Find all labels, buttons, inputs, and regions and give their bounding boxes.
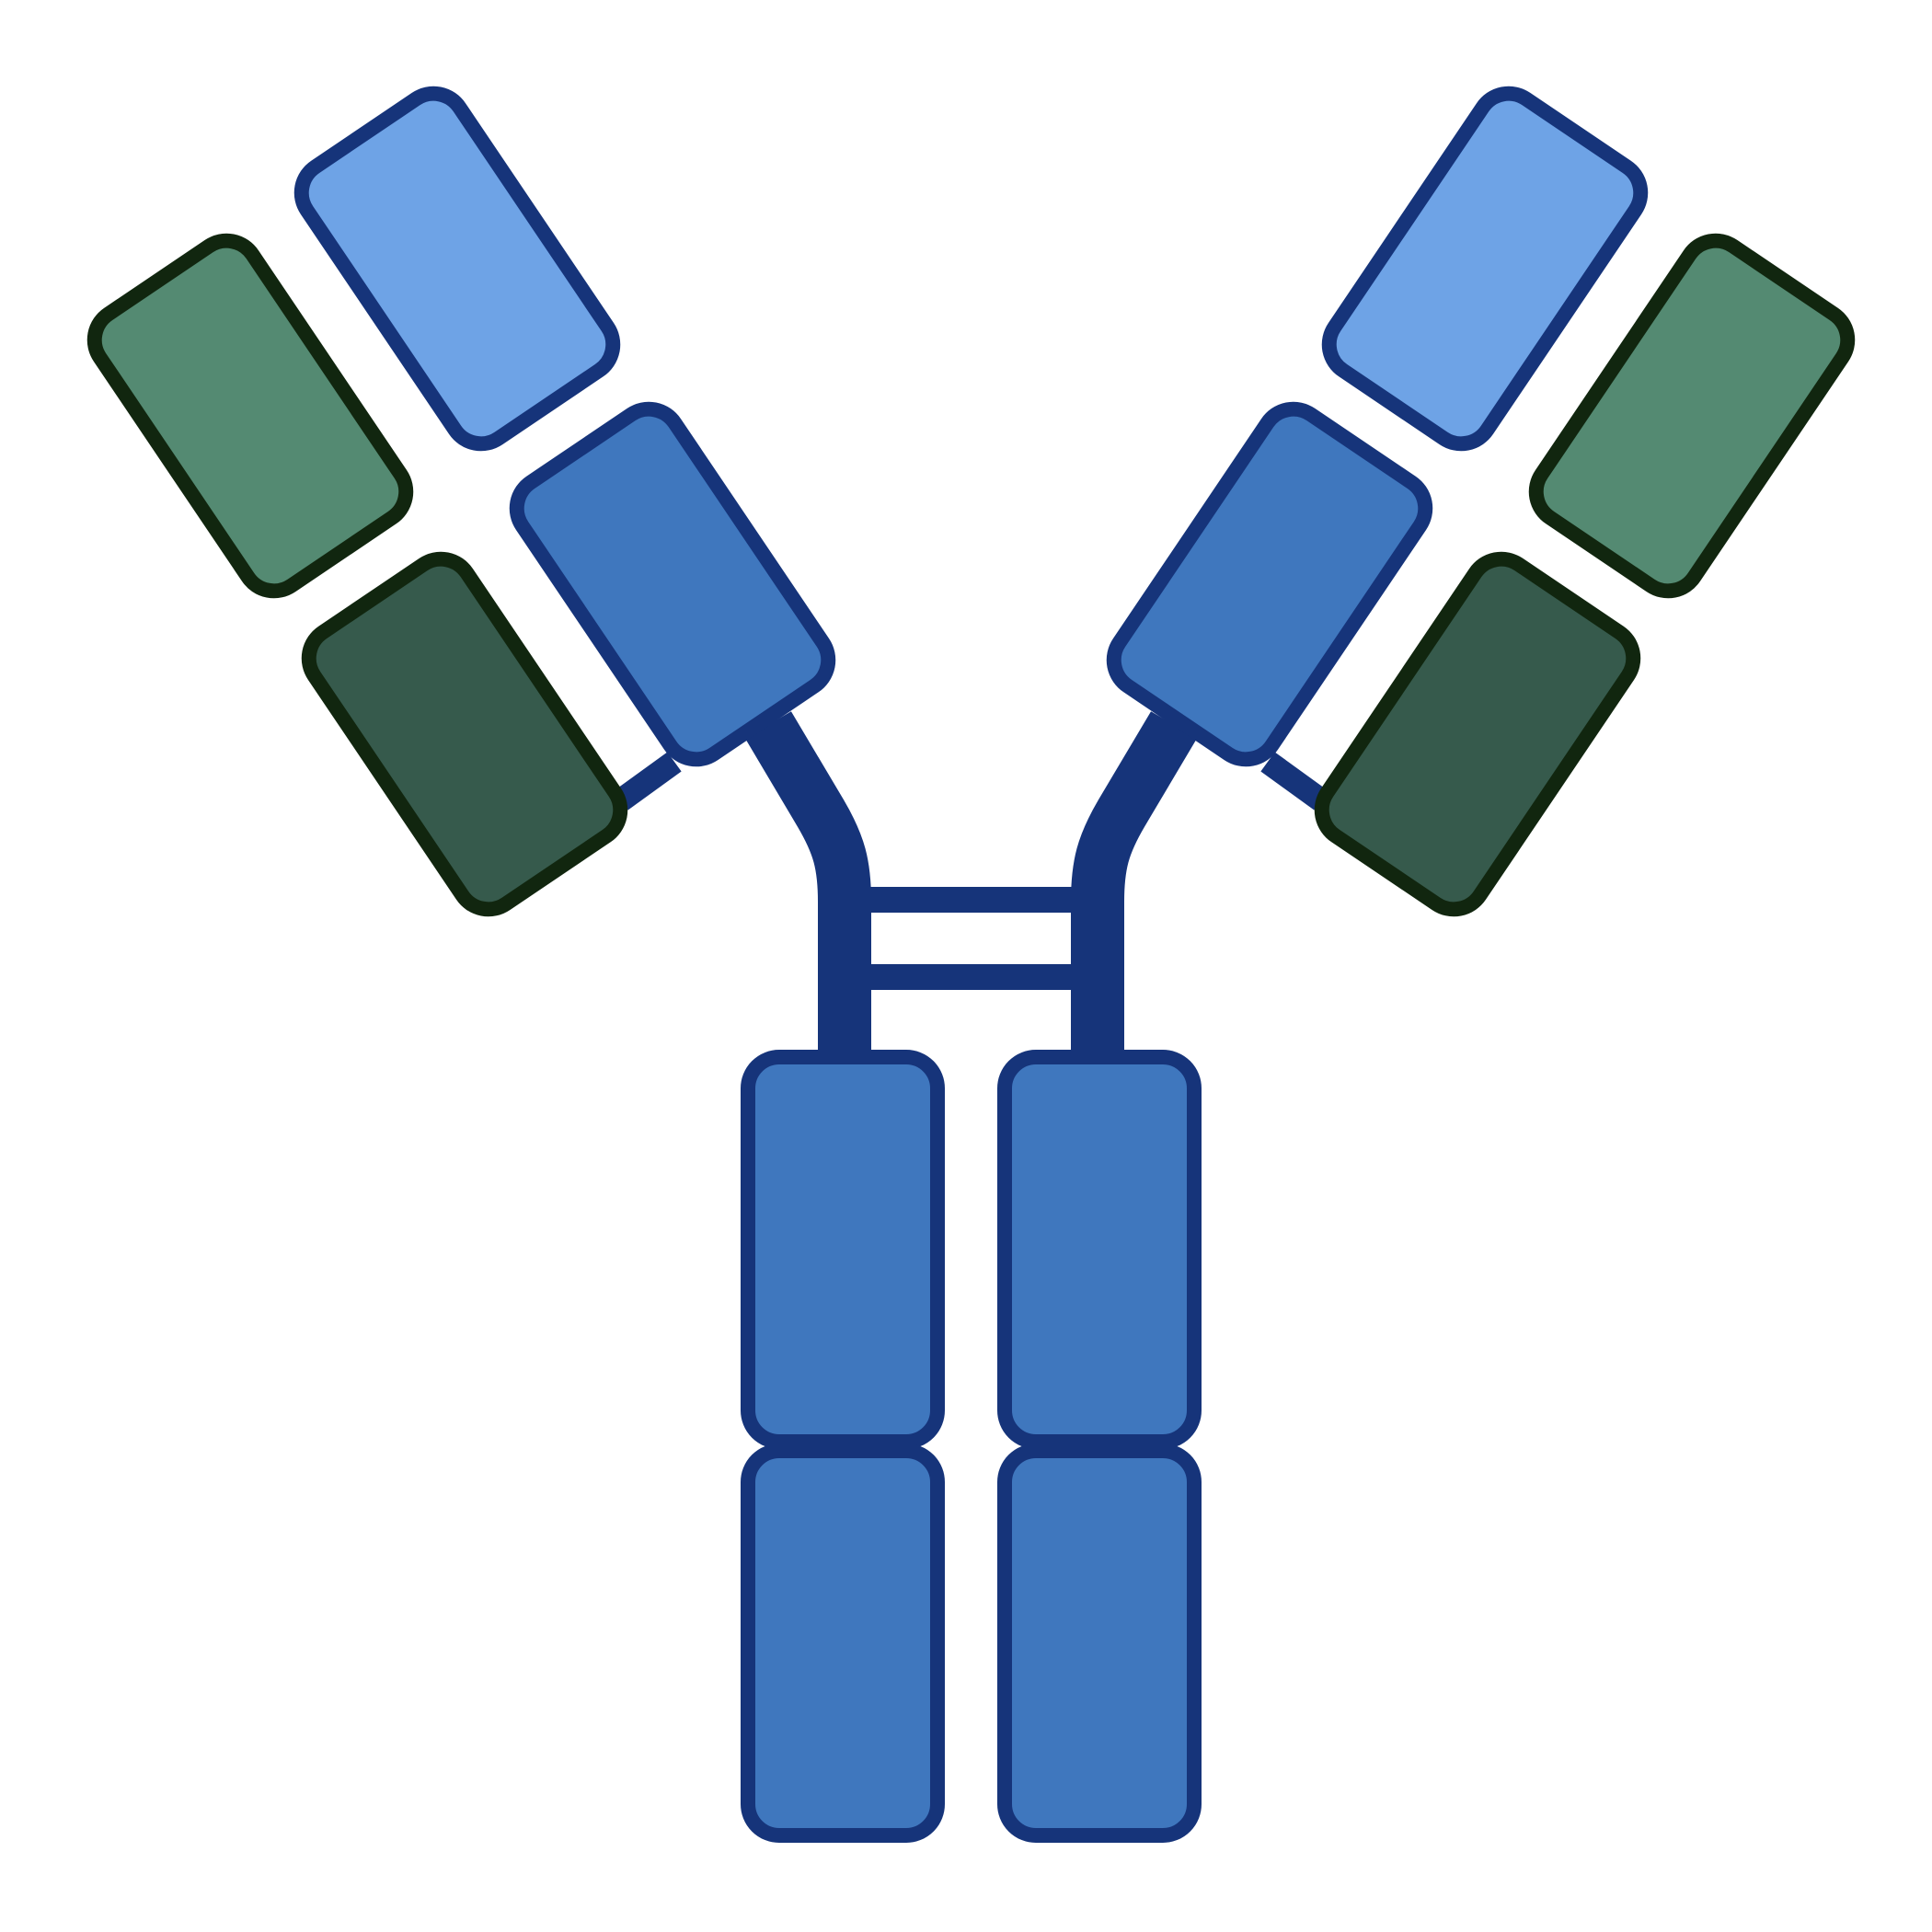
fc-ch3-domain-right	[997, 1443, 1202, 1843]
light-constant-domain-left	[301, 551, 628, 917]
hinge-region	[614, 711, 1328, 1072]
fab-arm-right	[1106, 86, 1856, 917]
light-constant-domain-right	[1314, 551, 1641, 917]
fc-ch2-domain-right	[997, 1050, 1202, 1449]
fab-arm-left	[86, 86, 836, 917]
light-heavy-linker-right	[1260, 752, 1328, 811]
heavy-chain-hinge-right	[1071, 711, 1197, 1072]
light-variable-domain-left	[86, 233, 414, 599]
heavy-chain-hinge-left	[745, 711, 871, 1072]
light-heavy-linker-left	[614, 752, 682, 811]
heavy-ch1-domain-left	[509, 401, 836, 767]
light-variable-domain-right	[1528, 233, 1856, 599]
fc-region	[741, 1050, 1202, 1843]
fc-ch2-domain-left	[741, 1050, 945, 1449]
fc-ch3-domain-left	[741, 1443, 945, 1843]
heavy-variable-domain-right	[1321, 86, 1649, 452]
heavy-ch1-domain-right	[1106, 401, 1433, 767]
heavy-variable-domain-left	[293, 86, 621, 452]
